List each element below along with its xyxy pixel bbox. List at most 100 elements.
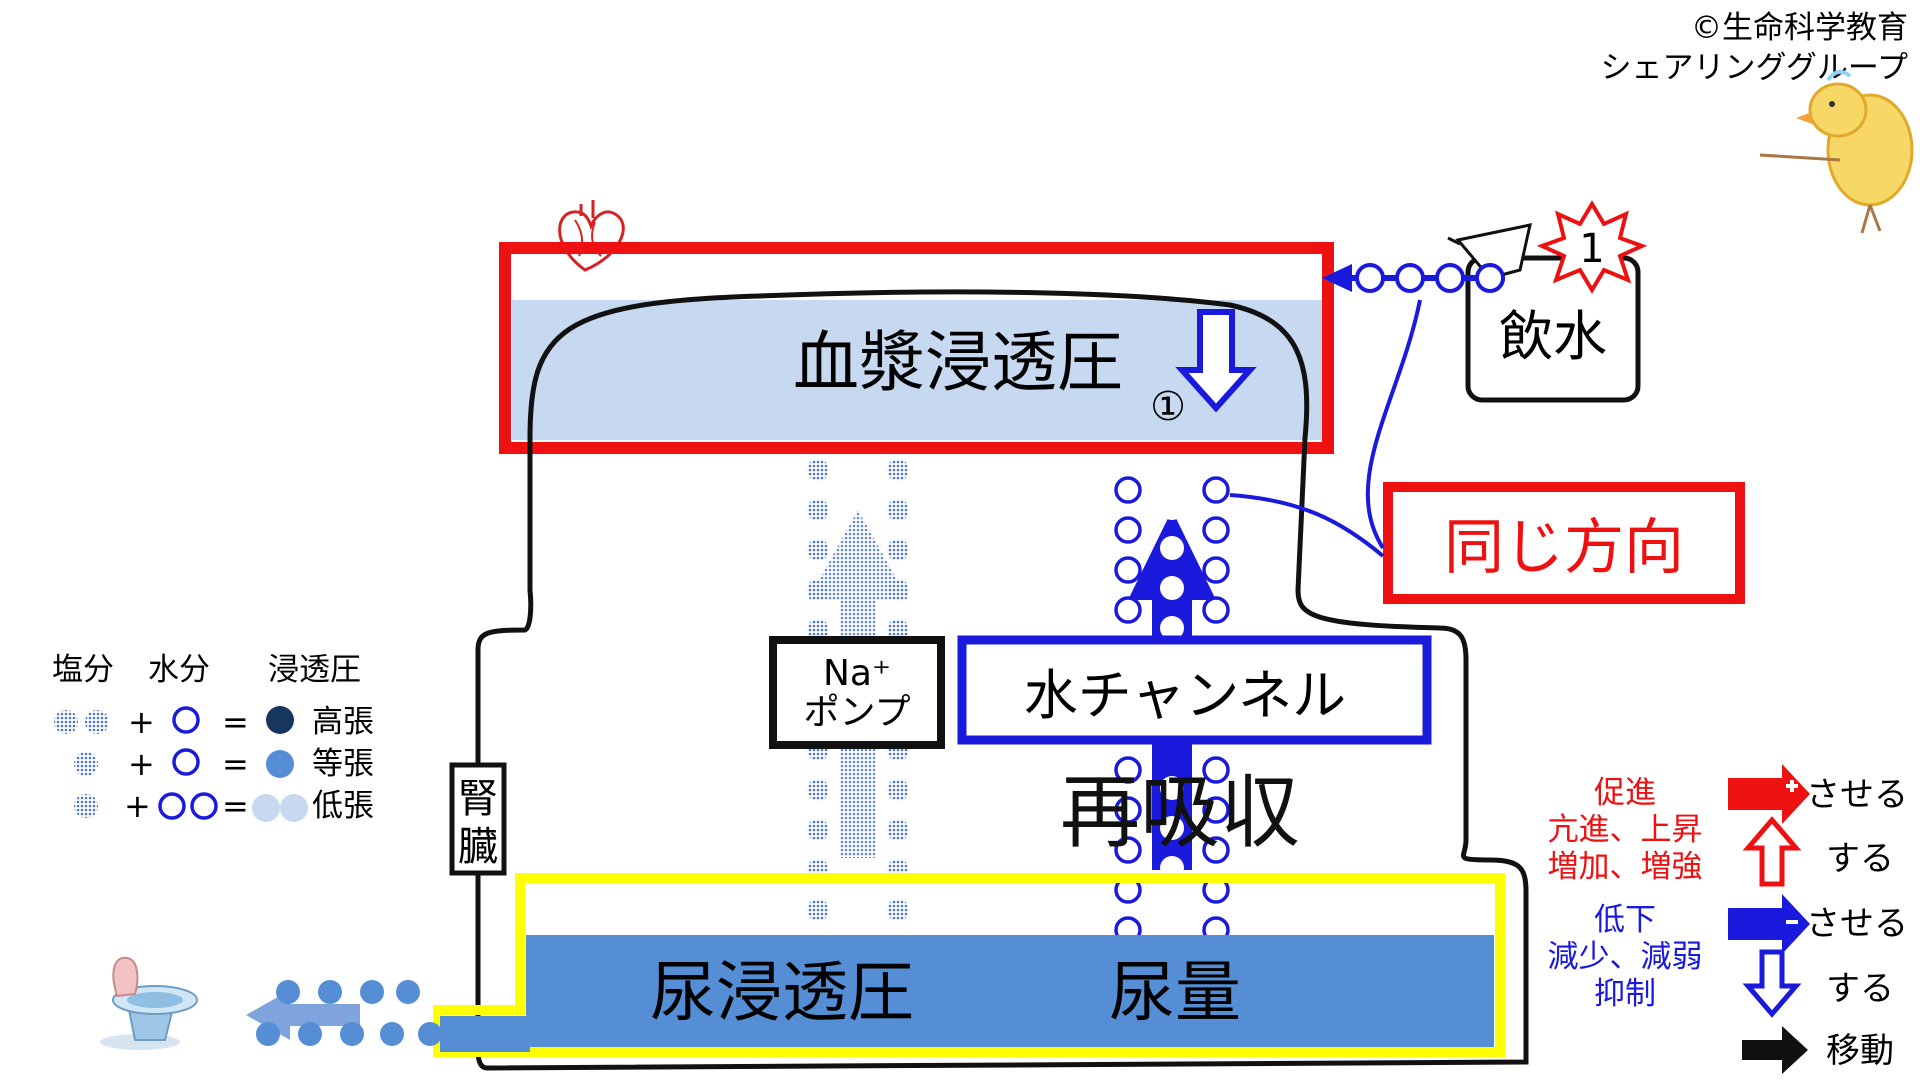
drink-badge: 1: [1579, 226, 1604, 272]
water-channel-box: [957, 635, 1432, 745]
kidney-label-box: [449, 762, 507, 876]
salt-dot: [807, 499, 829, 521]
legend-header-water: 水分: [148, 652, 210, 688]
plasma-down-arrow: [1175, 309, 1257, 413]
salt-dot: [887, 819, 909, 841]
water-dot: [1202, 516, 1230, 544]
urine-outflow-arrow: [246, 980, 442, 1046]
legend: 塩分 水分 浸透圧 + = 高張 + = 等張 + = 低張: [52, 652, 374, 825]
salt-dot: [807, 619, 829, 641]
key-make-label-2: させる: [1806, 904, 1908, 944]
salt-dot: [807, 459, 829, 481]
urine-outflow-fill: [440, 1016, 530, 1052]
water-dot: [1160, 776, 1184, 800]
water-dot: [1114, 836, 1142, 864]
drink-label: 飲水: [1499, 305, 1607, 368]
key-red-open-up-arrow-icon: [1742, 816, 1802, 887]
key-black-move-arrow-icon: [1742, 1026, 1808, 1074]
urine-volume-label: 尿量: [1109, 954, 1241, 1031]
legend-equals: =: [222, 745, 249, 783]
legend-salt-dot: [74, 752, 98, 776]
legend-plus: +: [128, 745, 155, 783]
legend-hypertonic-dot: [266, 706, 294, 734]
cup-icon: [1447, 223, 1532, 280]
water-dot: [1114, 476, 1142, 504]
plasma-box: [499, 242, 1334, 454]
legend-water-dot: [158, 792, 186, 820]
urine-fill: [526, 935, 1494, 1047]
key-do-label-2: する: [1826, 969, 1894, 1009]
salt-dot: [887, 579, 909, 601]
water-dot: [1160, 456, 1184, 480]
key-do-label-1: する: [1826, 839, 1894, 879]
water-dot: [1160, 536, 1184, 560]
water-dot: [1114, 756, 1142, 784]
legend-plus: +: [124, 787, 151, 825]
water-dot: [1114, 596, 1142, 624]
legend-row-result: 低張: [312, 788, 374, 824]
water-dot: [1114, 796, 1142, 824]
key-reduce-line2: 減少、減弱: [1548, 939, 1703, 975]
key-red-filled-arrow-icon: [1728, 764, 1810, 824]
copyright-line2: シェアリンググループ: [1600, 50, 1908, 86]
copyright-line1: ©生命科学教育: [1691, 10, 1908, 46]
legend-water-dot: [190, 792, 218, 820]
reabsorption-label: 再吸収: [1060, 766, 1300, 859]
salt-dot: [887, 619, 909, 641]
water-dot: [1202, 836, 1230, 864]
legend-salt-dot: [85, 710, 109, 734]
water-dot: [1114, 516, 1142, 544]
water-dot: [1160, 816, 1184, 840]
salt-dot: [887, 899, 909, 921]
legend-row-result: 高張: [312, 704, 374, 740]
legend-equals: =: [222, 703, 249, 741]
kidney-line2: 臓: [458, 824, 498, 870]
legend-hypotonic-dot: [252, 794, 280, 822]
salt-dot: [887, 459, 909, 481]
urine-yellow-outline: [433, 873, 1505, 1057]
water-dot: [1114, 556, 1142, 584]
water-dot: [1202, 556, 1230, 584]
water-dot: [1160, 616, 1184, 640]
salt-dot: [887, 539, 909, 561]
legend-water-dot: [172, 706, 200, 734]
legend-equals: =: [222, 787, 249, 825]
legend-hypotonic-dot: [280, 794, 308, 822]
salt-dot: [887, 499, 909, 521]
legend-row-result: 等張: [312, 746, 374, 782]
water-dot: [1202, 756, 1230, 784]
water-channel-label: 水チャンネル: [1024, 664, 1346, 727]
key-reduce-line3: 抑制: [1594, 976, 1656, 1012]
water-dot: [1160, 496, 1184, 520]
legend-isotonic-dot: [266, 750, 294, 778]
plasma-label: 血漿浸透圧: [793, 324, 1123, 401]
water-dot: [1202, 476, 1230, 504]
legend-salt-dot: [54, 710, 78, 734]
na-pump-box: [769, 636, 945, 749]
key-reduce-title: 低下: [1594, 902, 1656, 938]
drink-water-arrow: [1322, 263, 1505, 293]
legend-water-dot: [172, 748, 200, 776]
copyright: ©生命科学教育 シェアリンググループ: [1600, 10, 1908, 86]
salt-dot: [887, 779, 909, 801]
connector-line-channel: [1229, 493, 1385, 558]
key-promote-title: 促進: [1594, 775, 1656, 811]
key-blue-filled-arrow-icon: [1728, 894, 1810, 954]
water-dot: [1202, 596, 1230, 624]
key-promote-line3: 増加、増強: [1548, 849, 1703, 885]
same-direction-label: 同じ方向: [1444, 513, 1684, 583]
toilet-icon: [100, 956, 198, 1050]
salt-dot: [807, 819, 829, 841]
na-pump-line2: ポンプ: [804, 692, 911, 733]
salt-dot: [807, 539, 829, 561]
connector-line-drink: [1365, 299, 1422, 550]
starburst-badge: 1: [1536, 200, 1648, 294]
salt-dot: [807, 899, 829, 921]
legend-header-osm: 浸透圧: [268, 652, 361, 688]
salt-dot: [807, 579, 829, 601]
kidney-line1: 腎: [458, 776, 498, 822]
arrow-key: 促進 亢進、上昇 増加、増強 低下 減少、減弱 抑制 させる する させる する…: [1548, 764, 1908, 1074]
water-dot: [1202, 796, 1230, 824]
key-make-label-1: させる: [1806, 775, 1908, 815]
water-dot: [1160, 896, 1184, 920]
